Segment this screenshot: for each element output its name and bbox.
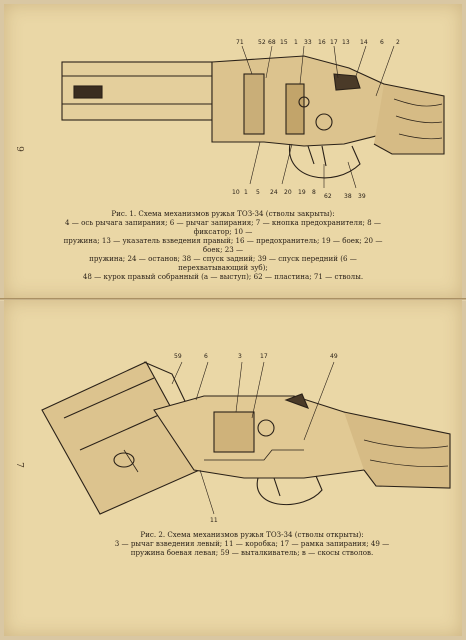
fig1-label-14: 5 [256,189,260,196]
fig1-label-9: 14 [360,39,368,46]
figure-2-caption: Рис. 2. Схема механизмов ружья ТОЗ-34 (с… [102,530,402,557]
fig1-label-5: 33 [304,39,312,46]
fig1-label-11: 2 [396,39,400,46]
fig1-label-10: 6 [380,39,384,46]
fig1-label-3: 15 [280,39,288,46]
fig1-label-7: 17 [330,39,338,46]
fig1-label-15: 24 [270,189,278,196]
fig1-label-1: 52 [258,39,266,46]
fig1-label-16: 20 [284,189,292,196]
figure-1-caption-line-1: 4 — ось рычага запирания; 6 — рычаг запи… [65,218,381,236]
figure-2-drawing: 59 6 3 17 49 11 [41,353,451,524]
bottom-page: 7 [4,300,462,636]
fig1-label-21: 39 [358,193,366,200]
fig2-label-2: 3 [238,353,242,360]
fig2-label-1: 6 [204,353,208,360]
figure-1-drawing: 71 52 68 15 1 33 16 17 13 14 6 2 10 1 5 … [61,39,445,200]
fig1-label-20: 38 [344,193,352,200]
fig2-label-5: 11 [210,517,218,524]
fig1-label-13: 1 [244,189,248,196]
figure-2-caption-line-1: 3 — рычаг взведения левый; 11 — коробка;… [114,539,390,557]
fig1-label-17: 19 [298,189,306,196]
fig1-label-4: 1 [294,39,298,46]
fig1-label-0: 71 [236,39,244,46]
fig1-label-12: 10 [232,189,240,196]
fig1-label-2: 68 [268,39,276,46]
figure-1-caption: Рис. 1. Схема механизмов ружья ТОЗ-34 (с… [62,209,384,281]
figure-1-caption-line-4: 48 — курок правый собранный (а — выступ)… [82,272,364,281]
figure-2-title: Рис. 2. Схема механизмов ружья ТОЗ-34 (с… [140,530,364,539]
fig2-label-4: 49 [330,353,338,360]
top-page: 9 [4,4,462,299]
figure-1-title: Рис. 1. Схема механизмов ружья ТОЗ-34 (с… [111,209,335,218]
figure-1-caption-line-3: пружина; 24 — останов; 38 — спуск задний… [89,254,357,272]
page-fold [0,298,466,301]
fig1-label-18: 8 [312,189,316,196]
fig1-label-19: 62 [324,193,332,200]
fig1-label-6: 16 [318,39,326,46]
fig2-label-0: 59 [174,353,182,360]
figure-1-caption-line-2: пружина; 13 — указатель взведения правый… [63,236,383,254]
fig2-label-3: 17 [260,353,268,360]
fig1-label-8: 13 [342,39,350,46]
